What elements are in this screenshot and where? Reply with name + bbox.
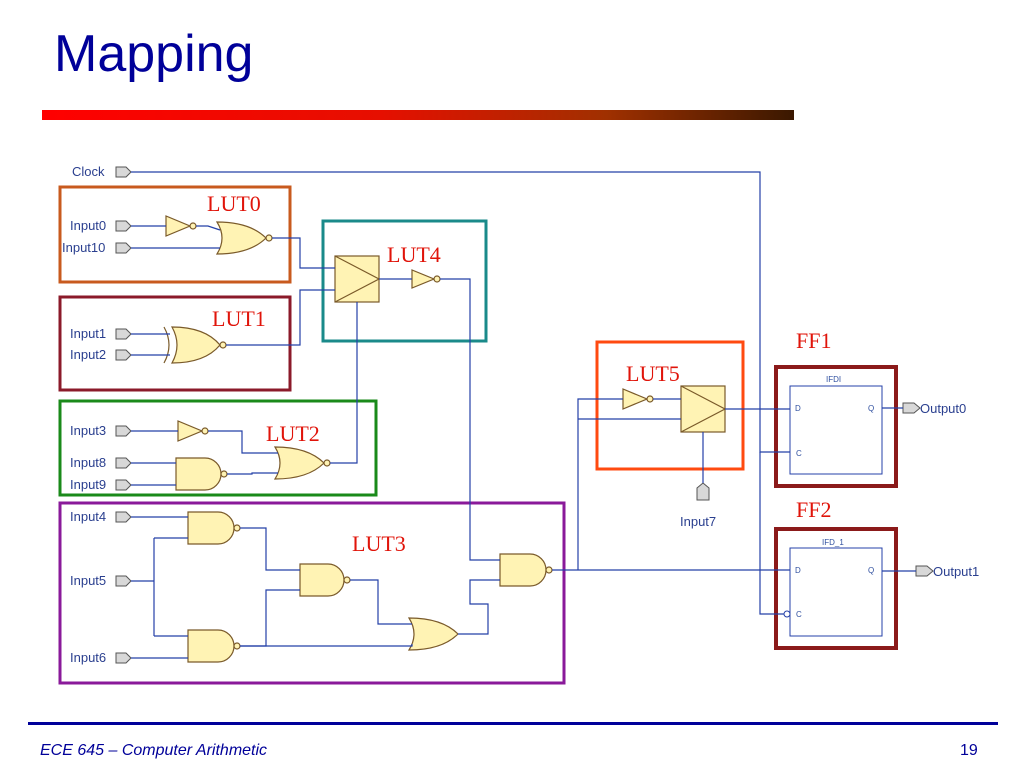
input9-label: Input9 (70, 477, 106, 492)
ff2-label: FF2 (796, 497, 831, 522)
output1-port-icon (915, 565, 934, 577)
ff1-pin-q: Q (868, 404, 874, 413)
input7-port-icon (696, 482, 710, 501)
clock-label: Clock (72, 164, 105, 179)
input6-label: Input6 (70, 650, 106, 665)
lut2-label: LUT2 (266, 421, 320, 446)
lut0-box (58, 185, 292, 284)
input9-port-icon (115, 479, 132, 491)
input0-port-icon (115, 220, 132, 232)
lut4-box (321, 219, 488, 343)
lut4-label: LUT4 (387, 242, 441, 267)
ff1-pin-c: C (796, 449, 802, 458)
lut5-block-icon (680, 385, 726, 433)
inverter-gate-icon (622, 388, 649, 410)
inverter-gate-icon (411, 269, 436, 289)
input2-port-icon (115, 349, 132, 361)
and-gate-icon (299, 563, 345, 597)
input8-label: Input8 (70, 455, 106, 470)
and-gate-icon (499, 553, 547, 587)
lut0-label: LUT0 (207, 191, 261, 216)
ff1-block (789, 385, 883, 475)
input1-port-icon (115, 328, 132, 340)
lut1-label: LUT1 (212, 306, 266, 331)
input5-label: Input5 (70, 573, 106, 588)
ff1-box (774, 365, 898, 488)
output0-port-icon (902, 402, 921, 414)
and-gate-icon (175, 457, 222, 491)
footer-course-title: ECE 645 – Computer Arithmetic (40, 742, 268, 759)
lut3-box (58, 501, 566, 685)
and-gate-icon (187, 629, 235, 663)
title-underline-bar (42, 110, 794, 120)
or-gate-icon (273, 446, 325, 480)
input10-label: Input10 (62, 240, 105, 255)
lut5-label: LUT5 (626, 361, 680, 386)
input1-label: Input1 (70, 326, 106, 341)
input7-label: Input7 (680, 514, 716, 529)
or-gate-icon (215, 221, 267, 255)
input10-port-icon (115, 242, 132, 254)
ff2-block (789, 547, 883, 637)
inverter-gate-icon (177, 420, 204, 442)
footer-divider (28, 722, 998, 725)
output1-label: Output1 (933, 564, 979, 579)
or-gate-icon (407, 617, 459, 651)
input3-port-icon (115, 425, 132, 437)
input3-label: Input3 (70, 423, 106, 438)
ff1-label: FF1 (796, 328, 831, 353)
ff2-pin-q: Q (868, 566, 874, 575)
input6-port-icon (115, 652, 132, 664)
lut1-box (58, 295, 292, 392)
ff2-pin-c: C (796, 610, 802, 619)
ff2-box (774, 527, 898, 650)
lut5-box (595, 340, 745, 471)
ff2-name: IFD_1 (822, 538, 844, 547)
and-gate-icon (187, 511, 235, 545)
circuit-schematic: LUT0 LUT1 LUT2 LUT3 LUT4 LUT5 FF1 FF2 Cl… (58, 164, 979, 685)
ff1-name: IFDI (826, 375, 841, 384)
ff1-pin-d: D (795, 404, 801, 413)
wiring (131, 171, 916, 659)
input0-label: Input0 (70, 218, 106, 233)
output0-label: Output0 (920, 401, 966, 416)
clock-port-icon (115, 166, 132, 178)
input4-port-icon (115, 511, 132, 523)
input5-port-icon (115, 575, 132, 587)
input8-port-icon (115, 457, 132, 469)
input4-label: Input4 (70, 509, 106, 524)
ff2-pin-d: D (795, 566, 801, 575)
inverter-gate-icon (165, 215, 192, 237)
lut2-box (58, 399, 378, 497)
xor-gate-icon (170, 326, 221, 364)
lut3-label: LUT3 (352, 531, 406, 556)
lut4-block-icon (334, 255, 380, 303)
slide-title: Mapping (54, 25, 254, 83)
input2-label: Input2 (70, 347, 106, 362)
page-number: 19 (960, 742, 978, 759)
